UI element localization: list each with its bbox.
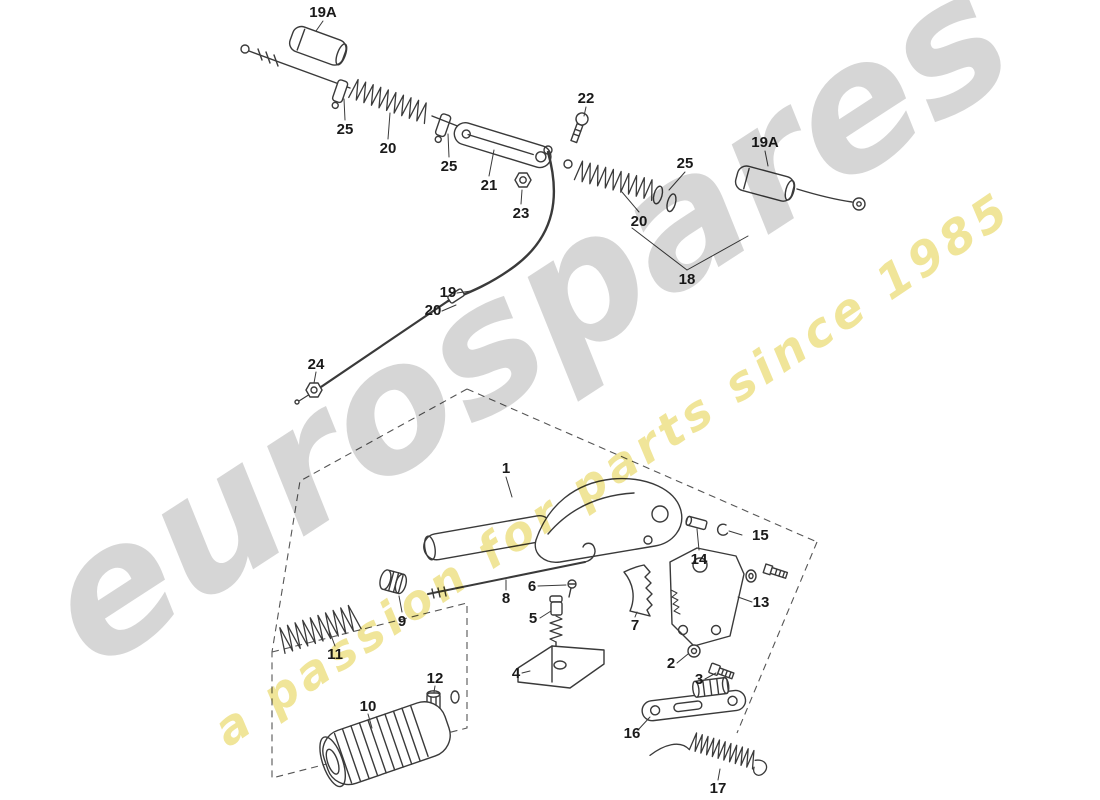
part-22-bolt: [570, 112, 589, 144]
callout-17-spring: 17: [710, 768, 727, 797]
part-16-adjuster-bar: [641, 676, 747, 722]
callout-24-nut: 24: [308, 356, 325, 384]
part-5-pawl-spring: [549, 595, 563, 651]
callout-8-rod: 8: [502, 579, 510, 607]
callout-label: 19: [440, 284, 457, 301]
callout-label: 6: [528, 578, 536, 595]
callout-label: 18: [679, 271, 696, 288]
part-brake-cable: [294, 145, 556, 405]
callout-label: 12: [427, 670, 444, 687]
callout-label: 25: [337, 121, 354, 138]
callout-15-clip: 15: [728, 527, 769, 544]
callout-25-washers: 25: [668, 155, 694, 191]
construction-lines: [271, 388, 818, 779]
callout-label: 11: [327, 646, 343, 663]
callout-1-lever: 1: [502, 460, 513, 498]
watermark-brand: eurospares: [7, 0, 1046, 707]
callout-25-clamp-right: 25: [441, 133, 458, 175]
callout-12-pin: 12: [427, 670, 444, 693]
part-23-nut: [514, 172, 532, 188]
part-25-washers: [652, 185, 677, 213]
callouts: 19A 25 20 25 21 23: [308, 4, 779, 797]
part-1-hand-brake-lever: [423, 477, 683, 563]
callout-18-assembly: 18: [631, 227, 749, 288]
callout-label: 10: [360, 698, 377, 715]
callout-label: 20: [631, 213, 648, 230]
callout-23-nut: 23: [513, 189, 530, 222]
callout-label: 2: [667, 655, 675, 672]
callout-label: 16: [624, 725, 641, 742]
callout-label: 23: [513, 205, 530, 222]
callout-label: 14: [691, 551, 708, 568]
callout-label: 5: [529, 610, 537, 627]
part-8-rod: [427, 542, 596, 599]
part-15-clip: [716, 523, 729, 536]
callout-label: 7: [631, 617, 639, 634]
callout-11-spring: 11: [327, 629, 343, 663]
callout-10-grip: 10: [360, 698, 377, 729]
part-19a-cable-cap-left: [288, 25, 348, 66]
part-9-bushing: [379, 569, 408, 595]
callout-21-lever: 21: [481, 149, 498, 194]
callout-2-pivot: 2: [667, 653, 689, 672]
callout-label: 25: [441, 158, 458, 175]
callout-label: 20: [425, 302, 442, 319]
part-25-clamp-right: [431, 113, 461, 144]
callout-5-pawl: 5: [529, 610, 552, 627]
callout-16-adjuster: 16: [624, 716, 651, 742]
callout-label: 25: [677, 155, 694, 172]
callout-label: 20: [380, 140, 397, 157]
callout-20-spring-right: 20: [621, 191, 648, 230]
callout-label: 19A: [751, 134, 779, 151]
callout-label: 15: [752, 527, 769, 544]
callout-19a-right: 19A: [751, 134, 779, 167]
callout-13-bracket: 13: [737, 594, 770, 611]
callout-25-clamp-left: 25: [337, 98, 354, 138]
callout-9-bushing: 9: [398, 595, 406, 630]
callout-label: 4: [512, 665, 521, 682]
callout-19-cable: 19: [440, 284, 472, 301]
callout-20-cable: 20: [425, 302, 457, 319]
drawing: 19A 25 20 25 21 23: [240, 4, 866, 797]
part-2-pivot: [687, 644, 701, 658]
callout-label: 24: [308, 356, 325, 373]
part-10-handle-grip: [319, 701, 451, 788]
part-6-screw: [567, 579, 577, 598]
part-3-bolt: [708, 662, 735, 680]
callout-3-bolt: 3: [695, 671, 717, 688]
part-20-spring-left: [348, 78, 427, 125]
part-cable-rod: [240, 44, 351, 89]
part-19a-cable-cap-right: [734, 165, 866, 211]
part-21-compensating-lever: [453, 122, 552, 169]
callout-label: 22: [578, 90, 595, 107]
callout-14-pin: 14: [691, 528, 708, 568]
part-11-spring: [279, 604, 362, 655]
callout-4-bracket: 4: [512, 665, 531, 682]
callout-22-bolt: 22: [578, 90, 595, 117]
part-17-tension-spring: [649, 732, 768, 776]
part-14-pin: [685, 515, 708, 531]
part-4-bracket: [517, 645, 605, 689]
part-24-nut: [305, 382, 323, 398]
callout-6-screw: 6: [528, 578, 567, 595]
part-20-spring-right: [563, 159, 653, 202]
callout-label: 8: [502, 590, 510, 607]
callout-label: 19A: [309, 4, 337, 21]
part-13-support-bracket: [669, 547, 789, 647]
callout-label: 3: [695, 671, 703, 688]
watermark: eurospares a passion for parts since 198…: [7, 0, 1046, 758]
callout-label: 13: [753, 594, 770, 611]
callout-label: 21: [481, 177, 498, 194]
callout-20-spring-left: 20: [380, 112, 397, 157]
part-7-ratchet-segment: [623, 564, 653, 617]
callout-19a-left: 19A: [309, 4, 337, 32]
callout-label: 17: [710, 780, 727, 797]
callout-label: 9: [398, 613, 406, 630]
part-25-clamp-left: [331, 79, 349, 110]
callout-7-ratchet: 7: [631, 611, 639, 634]
callout-label: 1: [502, 460, 510, 477]
